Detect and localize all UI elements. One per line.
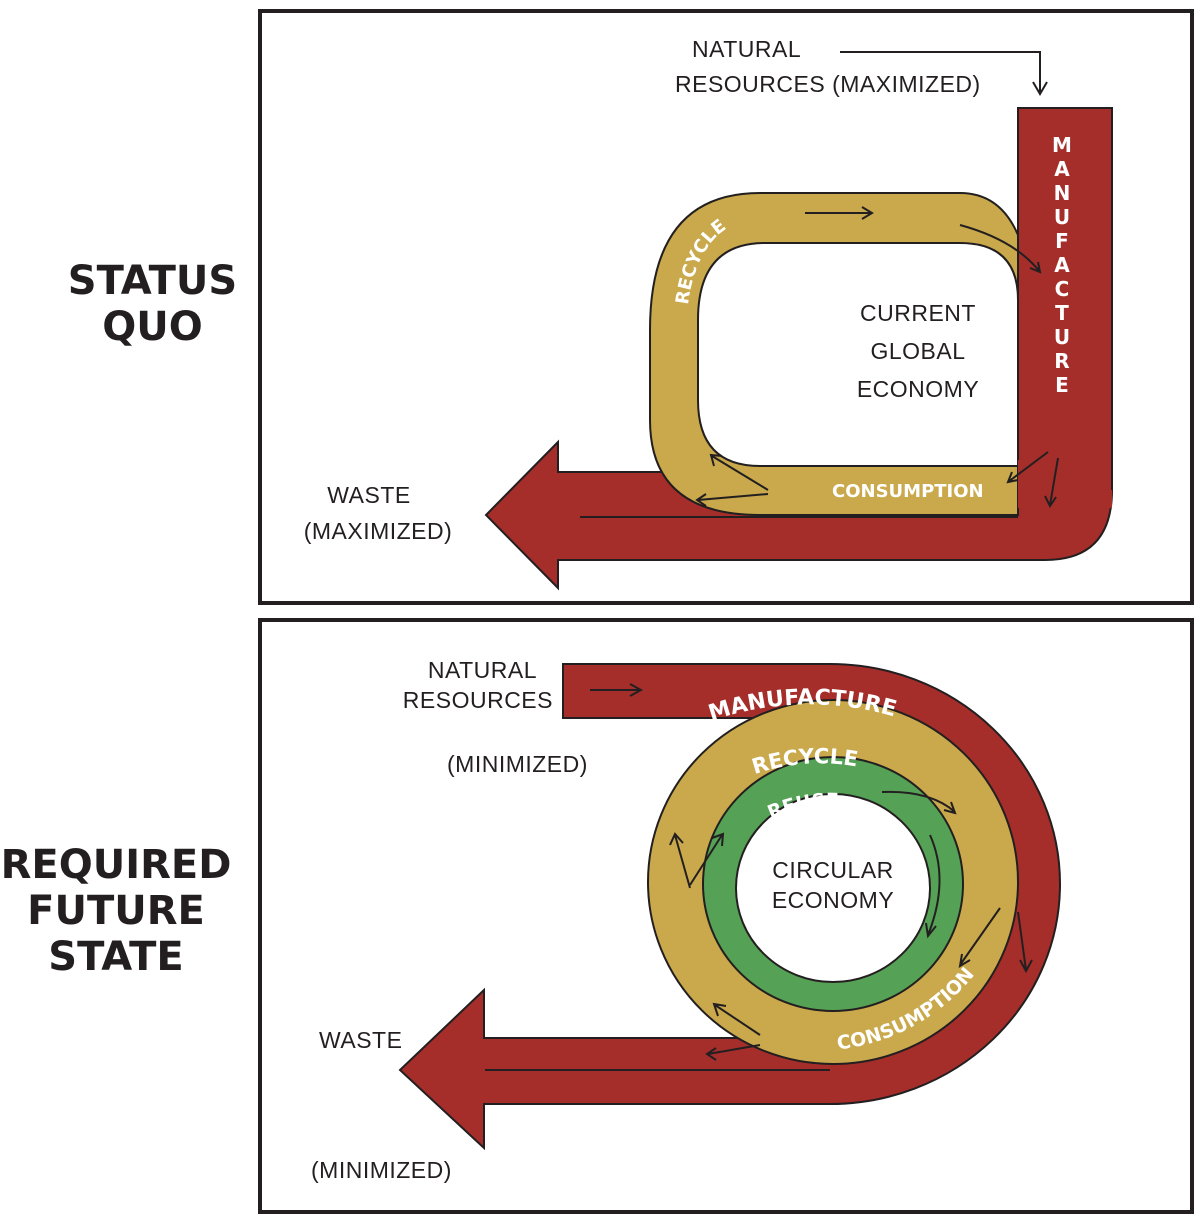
fs-flow-arrow-red-right xyxy=(1017,911,1033,974)
status-quo-diagram: NATURAL RESOURCES (MAXIMIZED) M A N U F … xyxy=(304,36,1113,591)
sq-manufacture-label: M A N U F A C T U R E xyxy=(1052,133,1072,397)
fs-waste-label: WASTE xyxy=(319,1027,402,1053)
fs-natural-resources-line-1: NATURAL xyxy=(428,657,537,683)
status-quo-title-line-1: STATUS xyxy=(67,258,238,304)
svg-text:A: A xyxy=(1054,253,1070,277)
sq-recycle-loop xyxy=(649,192,1019,516)
svg-text:T: T xyxy=(1055,301,1069,325)
fs-waste-qualifier: (MINIMIZED) xyxy=(311,1157,452,1183)
sq-center-line-3: ECONOMY xyxy=(857,376,979,402)
status-quo-title: STATUS QUO xyxy=(60,258,245,350)
sq-flow-arrow-left-1 xyxy=(709,453,769,491)
fs-flow-arrow-in xyxy=(590,683,644,697)
svg-text:C: C xyxy=(1055,277,1070,301)
fs-natural-resources-qualifier: (MINIMIZED) xyxy=(447,751,588,777)
sq-natural-resources-line-1: NATURAL xyxy=(692,36,801,62)
fs-flow-arrow-green-right xyxy=(925,834,941,939)
svg-text:F: F xyxy=(1055,229,1069,253)
sq-waste-line-1: WASTE xyxy=(327,482,410,508)
sq-consumption-label: CONSUMPTION xyxy=(832,481,984,502)
fs-flow-arrow-gold-right xyxy=(958,907,1001,968)
svg-text:A: A xyxy=(1054,157,1070,181)
fs-flow-arrow-green-left-up xyxy=(689,832,725,886)
future-title-line-3: STATE xyxy=(48,934,184,980)
future-title-line-1: REQUIRED xyxy=(0,842,232,888)
fs-center-line-1: CIRCULAR xyxy=(772,857,894,883)
sq-flow-arrow-down-1 xyxy=(1006,451,1049,484)
svg-text:N: N xyxy=(1054,181,1071,205)
fs-center xyxy=(735,793,931,983)
sq-manufacture-column xyxy=(1018,108,1112,508)
fs-center-line-2: ECONOMY xyxy=(772,887,894,913)
fs-natural-resources-line-2: RESOURCES xyxy=(403,687,553,713)
sq-center-line-1: CURRENT xyxy=(860,300,976,326)
fs-flow-arrow-red-bottom xyxy=(705,1044,761,1061)
sq-center-line-2: GLOBAL xyxy=(870,338,965,364)
sq-flow-arrow-top xyxy=(805,206,874,220)
future-title-line-2: FUTURE xyxy=(27,888,205,934)
future-state-title: REQUIRED FUTURE STATE xyxy=(0,842,232,980)
svg-text:U: U xyxy=(1054,325,1070,349)
future-state-diagram: NATURAL RESOURCES (MINIMIZED) MANUFACTUR… xyxy=(311,657,1062,1183)
sq-flow-arrow-left-2 xyxy=(695,493,769,507)
svg-text:U: U xyxy=(1054,205,1070,229)
sq-waste-line-2: (MAXIMIZED) xyxy=(304,518,453,544)
fs-flow-arrow-gold-left-up xyxy=(669,832,691,889)
sq-resource-arrow xyxy=(840,51,1041,92)
fs-flow-arrow-gold-bottom xyxy=(712,1002,761,1036)
svg-text:E: E xyxy=(1055,373,1069,397)
sq-flow-arrow-corner xyxy=(959,224,1042,274)
svg-text:R: R xyxy=(1054,349,1069,373)
sq-flow-arrow-down-2 xyxy=(1044,457,1059,508)
status-quo-title-line-2: QUO xyxy=(102,304,203,350)
fs-flow-arrow-green-top xyxy=(881,790,957,815)
svg-text:M: M xyxy=(1052,133,1072,157)
sq-natural-resources-line-2: RESOURCES (MAXIMIZED) xyxy=(675,71,981,97)
